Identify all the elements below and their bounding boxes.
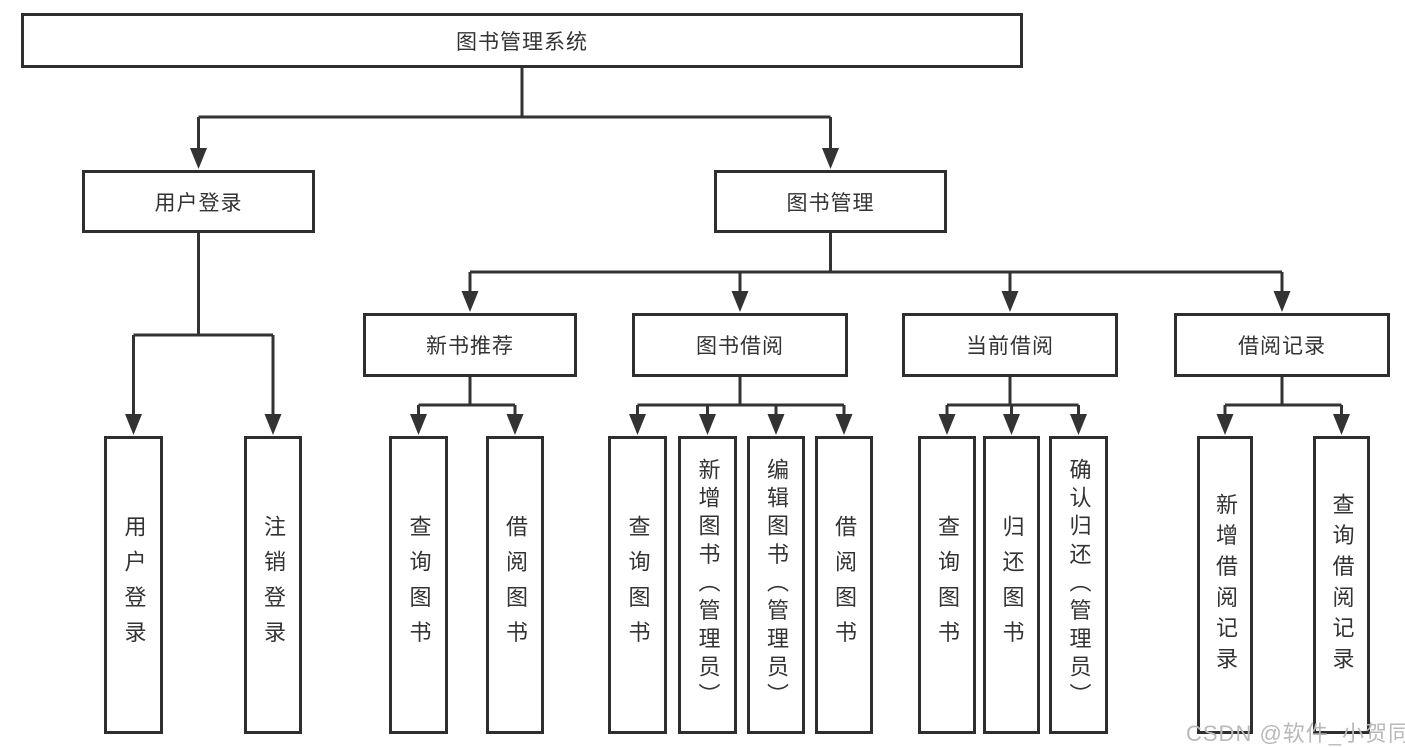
leaf-user-login: 用户登录 xyxy=(104,436,163,734)
node-new-book-recommend: 新书推荐 xyxy=(363,313,577,377)
leaf-records-add-record: 新增借阅记录 xyxy=(1197,436,1253,734)
leaf-current-return-book-label: 归还图书 xyxy=(999,514,1025,656)
leaf-current-confirm-return-admin: 确认归还（管理员） xyxy=(1049,436,1108,734)
leaf-records-add-record-label: 新增借阅记录 xyxy=(1213,492,1238,678)
leaf-user-login-label: 用户登录 xyxy=(121,514,147,656)
leaf-records-query-record-label: 查询借阅记录 xyxy=(1329,492,1355,678)
leaf-borrow-borrow-book-label: 借阅图书 xyxy=(832,514,857,656)
node-borrow-records-label: 借阅记录 xyxy=(1238,335,1326,358)
leaf-recommend-borrow-book-label: 借阅图书 xyxy=(503,514,528,656)
node-current-borrow: 当前借阅 xyxy=(902,313,1118,377)
connector-current-to-leaves xyxy=(938,377,1087,435)
node-book-borrow: 图书借阅 xyxy=(632,313,848,377)
node-user-login: 用户登录 xyxy=(82,170,315,233)
connector-root-to-level2 xyxy=(190,68,839,169)
node-borrow-records: 借阅记录 xyxy=(1174,313,1390,377)
leaf-logout-login: 注销登录 xyxy=(244,436,302,734)
node-book-borrow-label: 图书借阅 xyxy=(696,335,784,358)
leaf-borrow-add-book-admin-label: 新增图书（管理员） xyxy=(695,458,721,712)
leaf-borrow-query-book-label: 查询图书 xyxy=(625,514,651,656)
leaf-borrow-add-book-admin: 新增图书（管理员） xyxy=(678,436,737,734)
node-root-label: 图书管理系统 xyxy=(456,30,588,54)
node-book-management-label: 图书管理 xyxy=(786,191,875,215)
leaf-recommend-query-book-label: 查询图书 xyxy=(406,514,432,656)
leaf-recommend-borrow-book: 借阅图书 xyxy=(486,436,544,734)
node-root: 图书管理系统 xyxy=(21,13,1023,68)
leaf-current-query-book-label: 查询图书 xyxy=(935,514,960,656)
node-book-management: 图书管理 xyxy=(714,170,947,233)
leaf-current-return-book: 归还图书 xyxy=(983,436,1040,734)
leaf-logout-login-label: 注销登录 xyxy=(261,514,286,656)
node-new-book-recommend-label: 新书推荐 xyxy=(426,335,514,358)
leaf-recommend-query-book: 查询图书 xyxy=(389,436,448,734)
connector-records-to-leaves xyxy=(1216,377,1350,435)
leaf-borrow-edit-book-admin-label: 编辑图书（管理员） xyxy=(764,458,789,712)
leaf-current-query-book: 查询图书 xyxy=(918,436,976,734)
leaf-borrow-borrow-book: 借阅图书 xyxy=(815,436,873,734)
node-user-login-label: 用户登录 xyxy=(154,191,243,215)
csdn-watermark: CSDN @软件_小贺同学 xyxy=(1186,721,1405,746)
leaf-borrow-query-book: 查询图书 xyxy=(608,436,667,734)
leaf-borrow-edit-book-admin: 编辑图书（管理员） xyxy=(747,436,805,734)
connector-book-management-to-level3 xyxy=(461,233,1291,312)
node-current-borrow-label: 当前借阅 xyxy=(966,335,1054,358)
leaf-records-query-record: 查询借阅记录 xyxy=(1313,436,1370,734)
connector-recommend-to-leaves xyxy=(410,377,524,435)
connector-borrow-to-leaves xyxy=(629,377,853,435)
leaf-current-confirm-return-admin-label: 确认归还（管理员） xyxy=(1066,458,1092,712)
connector-user-login-to-leaves xyxy=(125,233,282,435)
